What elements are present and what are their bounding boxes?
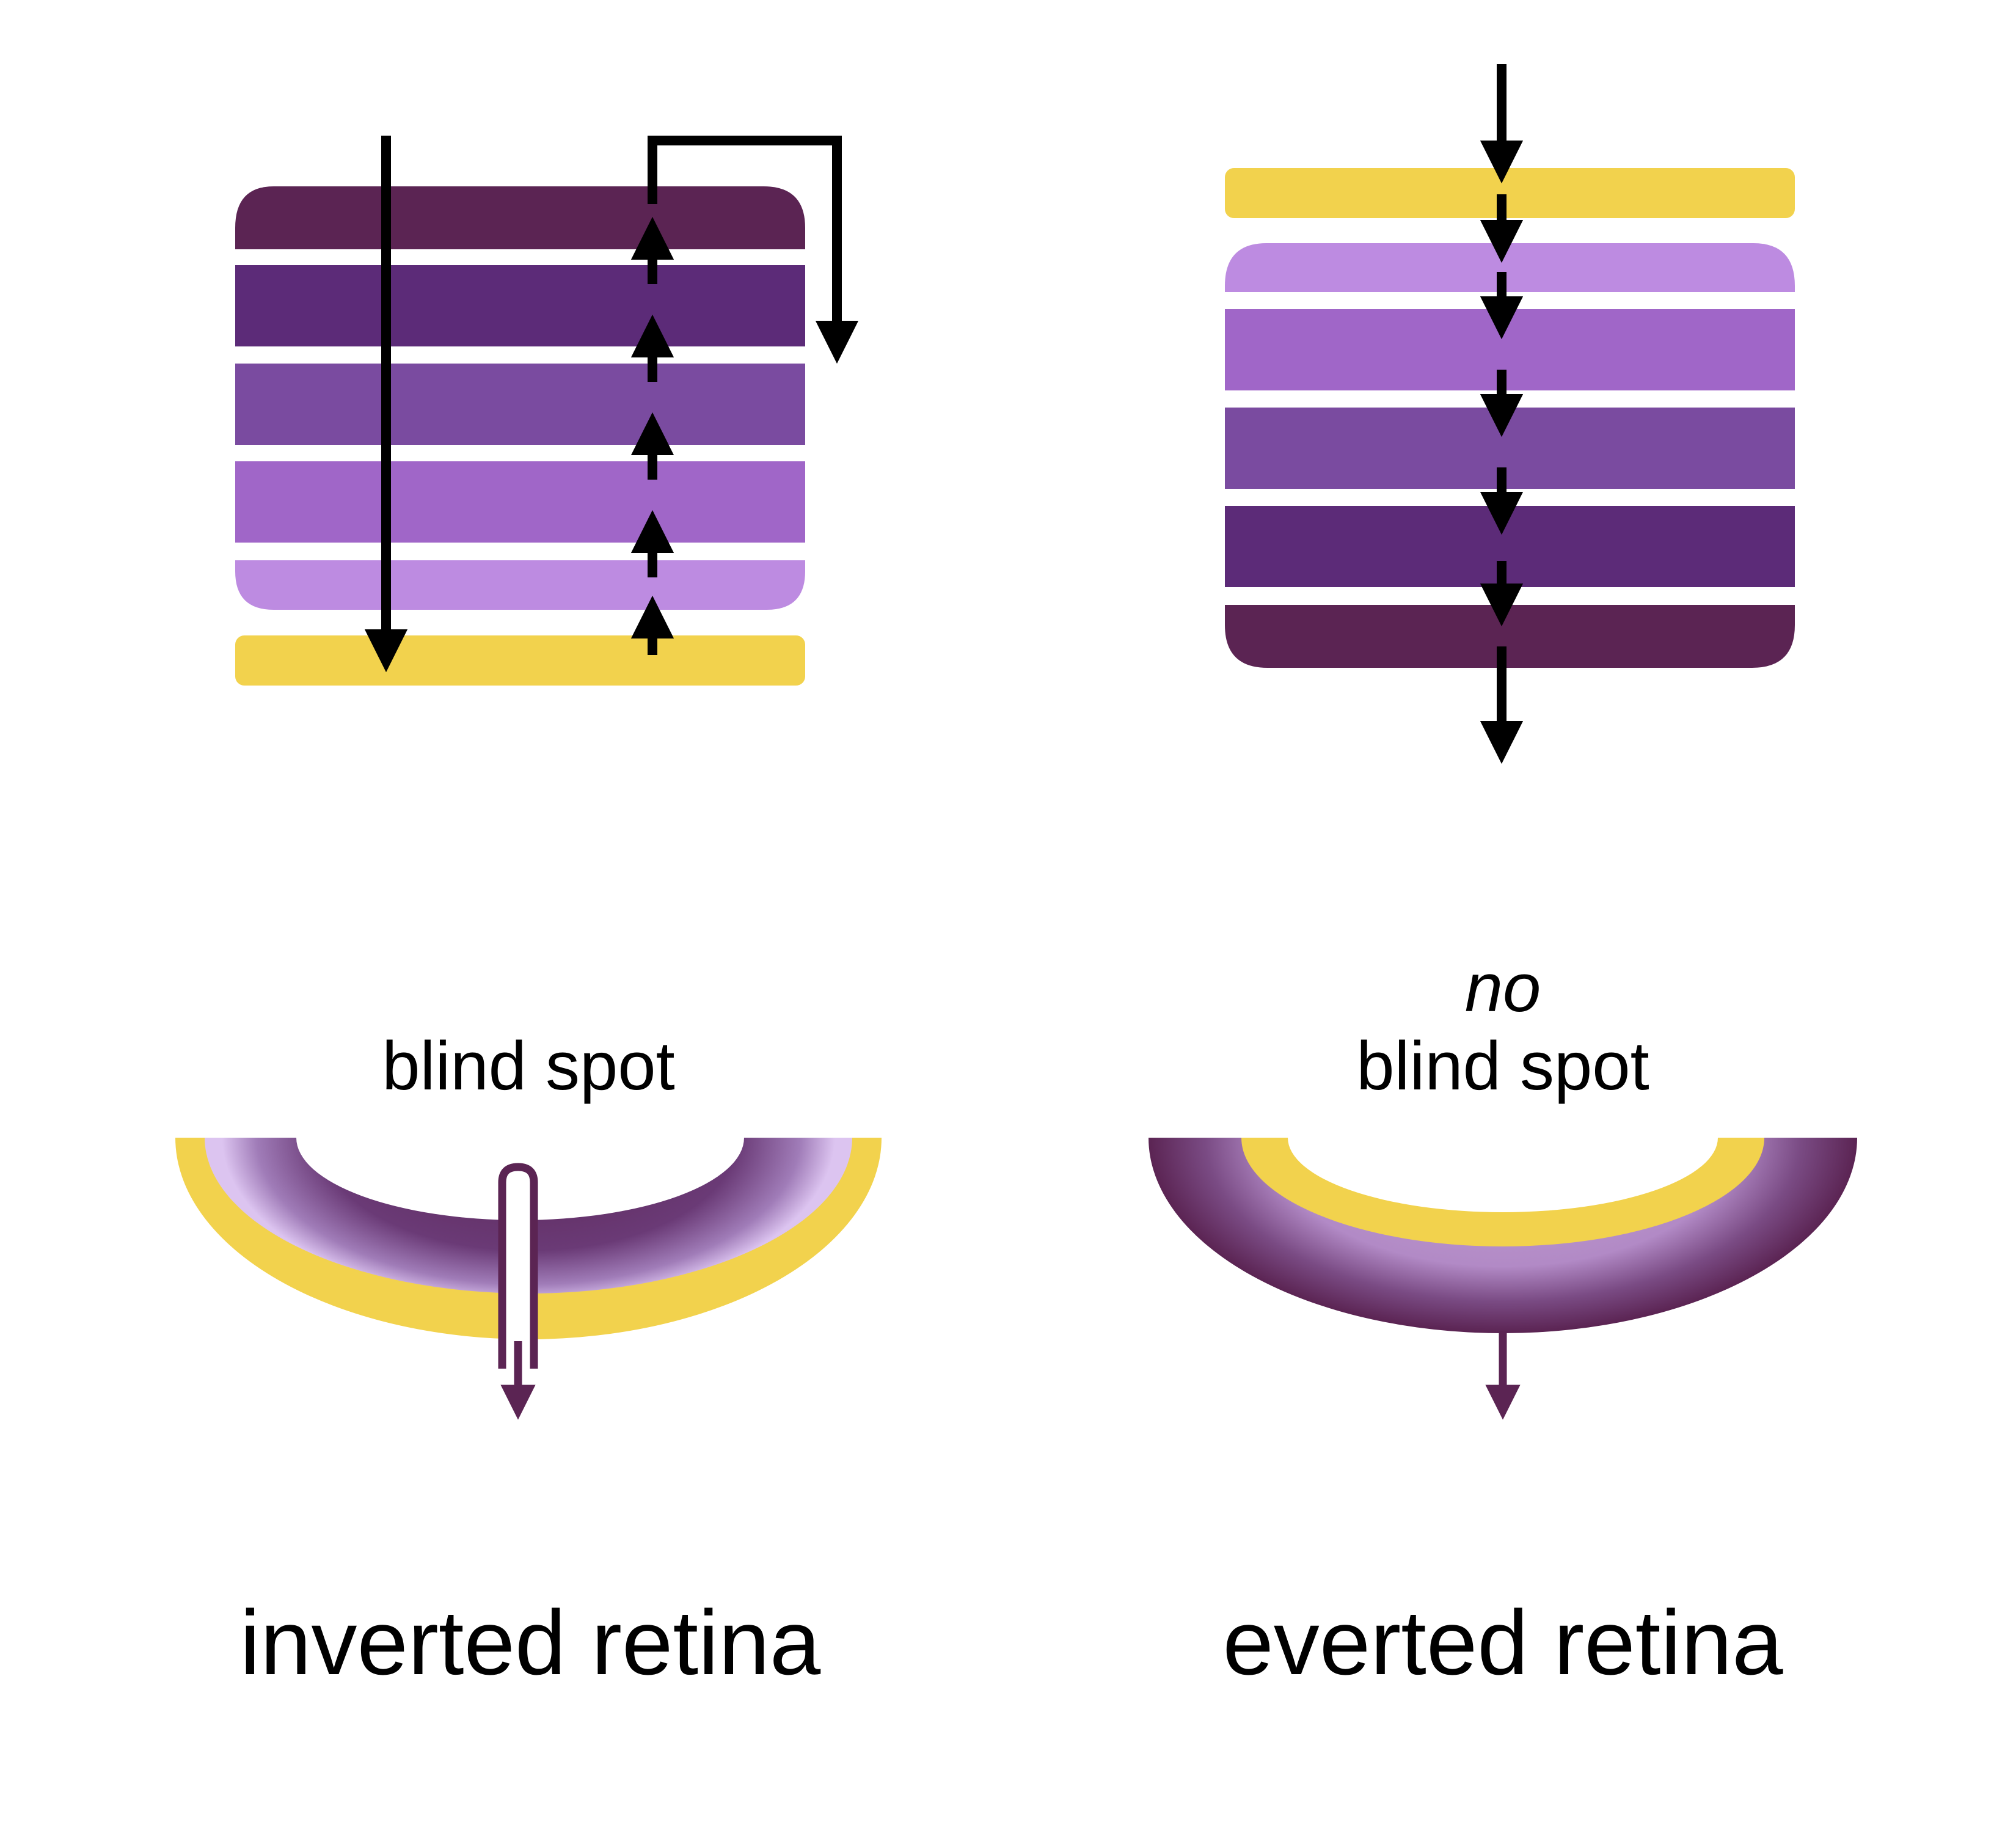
everted-layer-4 [1225,506,1795,587]
everted-eye-cup [1149,1138,1857,1420]
inverted-layer-1 [235,186,805,249]
everted-layer-3 [1225,408,1795,489]
inverted-layer-3 [235,364,805,445]
optic-nerve-channel [502,1167,534,1344]
inverted-retina-title: inverted retina [240,1591,821,1694]
inverted-light-path [364,136,859,673]
everted-no-caption: no [1465,949,1541,1026]
outgoing-signal-arrow [648,136,859,364]
everted-pigment-layer [1225,168,1795,218]
everted-layer-5 [1225,605,1795,668]
inverted-layer-stack [235,186,805,686]
inverted-blind-spot-caption: blind spot [382,1028,674,1104]
everted-layer-1 [1225,243,1795,292]
inverted-eye-cup [175,1138,882,1420]
everted-vitreous-cavity [1288,1138,1718,1212]
inverted-layer-5 [235,560,805,610]
inverted-layer-4 [235,461,805,543]
everted-layer-stack [1225,168,1795,668]
everted-layer-2 [1225,309,1795,390]
inverted-layer-2 [235,265,805,346]
everted-blind-spot-caption: blind spot [1356,1028,1649,1104]
inverted-pigment-layer [235,635,805,686]
everted-retina-title: everted retina [1222,1591,1783,1694]
